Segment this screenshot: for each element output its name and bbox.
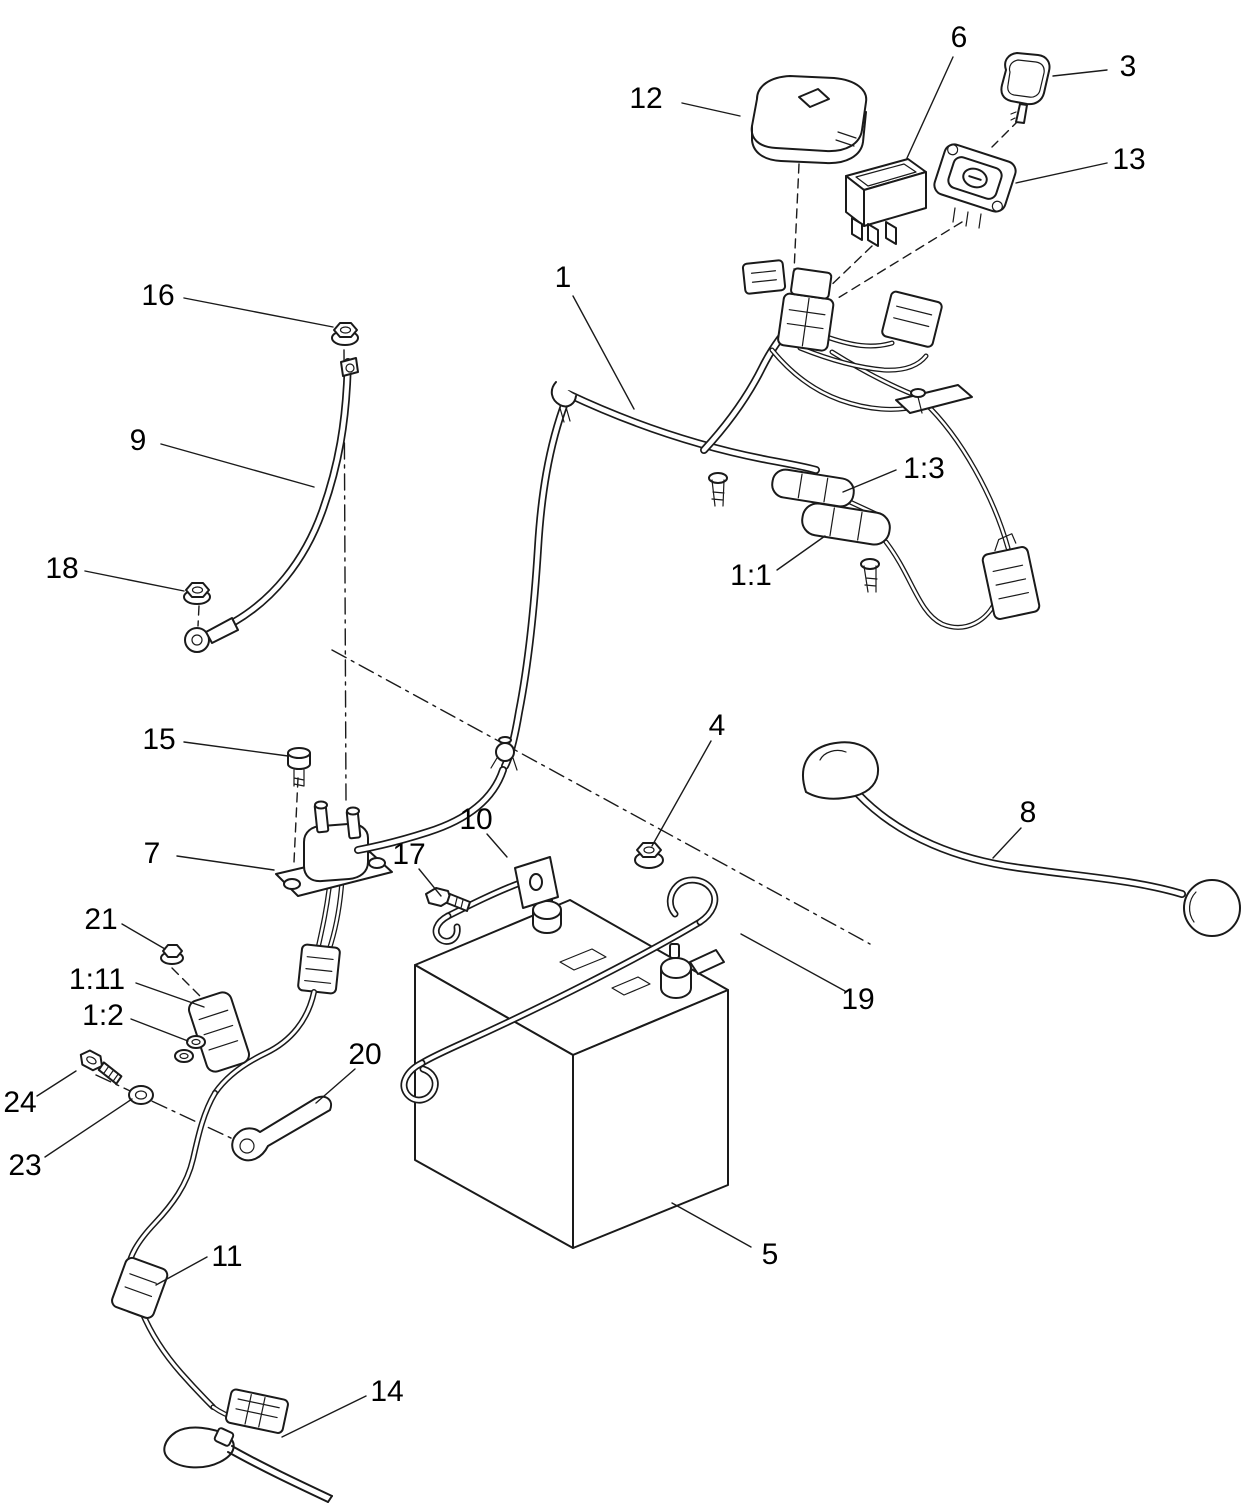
- negative-battery-cable: [802, 741, 1241, 937]
- positive-battery-cable: [184, 357, 359, 653]
- harness-relay-connector: [881, 290, 943, 348]
- callout-7: 7: [144, 837, 161, 870]
- ignition-switch: [933, 143, 1017, 229]
- callout-1: 1: [555, 261, 572, 294]
- callout-12: 12: [629, 82, 662, 115]
- harness-main-connector: [777, 267, 835, 352]
- hook-bolt: [425, 887, 471, 912]
- callout-18: 18: [45, 552, 78, 585]
- callout-9: 9: [130, 424, 147, 457]
- terminal-nut: [634, 842, 664, 869]
- callout-3: 3: [1120, 50, 1137, 83]
- harness-lower-connector: [981, 533, 1041, 620]
- hold-down-rod-long: [400, 876, 719, 1104]
- flange-nut-upper: [331, 322, 359, 346]
- ground-bracket: [231, 1095, 332, 1162]
- flange-nut-cable: [183, 582, 211, 605]
- callout-labels: 12 6 3 13 16 1 9 1:3 1:1 18 15 4 10 8 17…: [3, 21, 1145, 1408]
- hex-bolt: [79, 1049, 123, 1085]
- callout-1-11: 1:11: [69, 963, 125, 996]
- callout-1-1: 1:1: [730, 559, 772, 592]
- callout-4: 4: [709, 709, 726, 742]
- rocker-switch: [845, 158, 927, 247]
- ignition-key: [1000, 52, 1051, 124]
- callout-21: 21: [84, 903, 117, 936]
- callout-20: 20: [348, 1038, 381, 1071]
- callout-1-3: 1:3: [903, 452, 945, 485]
- inline-connector: [111, 1256, 169, 1319]
- harness-screw-left: [708, 472, 728, 507]
- harness-end-connector: [225, 1388, 289, 1434]
- fuse-holder: [801, 502, 891, 546]
- starter-solenoid: [275, 800, 393, 995]
- battery: [414, 892, 729, 1249]
- battery-negative-terminal: [660, 943, 725, 999]
- mounting-bolt: [287, 747, 311, 787]
- callout-6: 6: [951, 21, 968, 54]
- callout-23: 23: [8, 1149, 41, 1182]
- small-nut: [160, 944, 184, 965]
- harness-screw-right: [860, 558, 880, 593]
- lower-harness: [79, 944, 333, 1503]
- callout-13: 13: [1112, 143, 1145, 176]
- hold-down-rod-short: [432, 856, 559, 945]
- harness-bracket: [895, 384, 973, 414]
- callout-17: 17: [392, 838, 425, 871]
- solenoid-connector: [297, 943, 341, 995]
- ring-terminals: [174, 1035, 206, 1063]
- callout-15: 15: [142, 723, 175, 756]
- harness-side-connector: [741, 259, 787, 295]
- inline-fuse-holder: [187, 991, 251, 1073]
- washer: [128, 1085, 154, 1105]
- callout-11: 11: [211, 1240, 242, 1273]
- callout-24: 24: [3, 1086, 36, 1119]
- callout-19: 19: [841, 983, 874, 1016]
- battery-positive-terminal: [532, 892, 562, 934]
- callout-16: 16: [141, 279, 174, 312]
- callout-10: 10: [459, 803, 492, 836]
- callout-5: 5: [762, 1238, 779, 1271]
- callout-14: 14: [370, 1375, 403, 1408]
- leader-lines: [36, 56, 1108, 1438]
- cable-tie: [163, 1426, 333, 1503]
- main-wire-harness: [354, 259, 1041, 854]
- callout-1-2: 1:2: [82, 999, 124, 1032]
- inline-fuse: [771, 468, 855, 508]
- control-module: [750, 75, 868, 165]
- callout-8: 8: [1020, 796, 1037, 829]
